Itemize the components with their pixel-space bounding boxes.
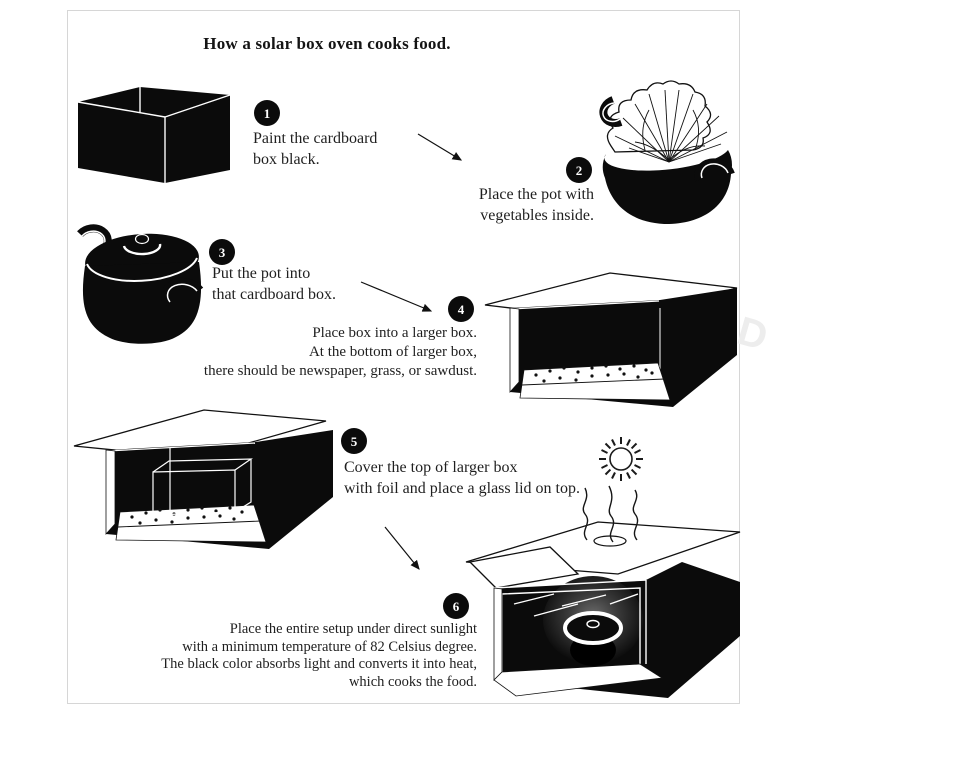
- solar-oven-under-sunlight-illustration: [465, 521, 741, 698]
- step-badge-4: 4: [448, 296, 474, 322]
- box-silhouette: [78, 87, 230, 183]
- step-text-3: Put the pot into that cardboard box.: [212, 265, 336, 303]
- pot-with-vegetables-illustration: [599, 80, 735, 224]
- arrow-step1-to-step2-icon: [417, 133, 463, 161]
- step-text-4: Place box into a larger box. At the bott…: [203, 325, 477, 379]
- page-title-text: How a solar box oven cooks food.: [203, 34, 451, 53]
- box-inside-larger-box-illustration: [484, 272, 738, 407]
- step-badge-6: 6: [443, 593, 469, 619]
- step-text-6: Place the entire setup under direct sunl…: [161, 621, 477, 690]
- sun-icon: [599, 437, 643, 481]
- pot-rim-highlight: [86, 257, 198, 282]
- step-text-5: Cover the top of larger box with foil an…: [344, 459, 580, 497]
- step-badge-1: 1: [254, 100, 280, 126]
- pot-handles: [599, 96, 735, 182]
- black-cardboard-box-illustration: [77, 87, 231, 183]
- step-text-1: Paint the cardboard box black.: [253, 130, 378, 168]
- arrow-step5-to-step6-icon: [384, 526, 420, 570]
- open-flap: [468, 546, 580, 589]
- left-wall-cut-edge: [509, 307, 520, 394]
- lid-knob-highlight: [122, 243, 162, 256]
- inner-box-wireframe: [152, 448, 254, 516]
- page-title: How a solar box oven cooks food.: [107, 34, 547, 54]
- heat-waves-icon: [582, 485, 639, 543]
- pot-side-handle: [161, 277, 204, 307]
- lettuce-veins: [614, 89, 728, 163]
- arrow-step3-to-step4-icon: [360, 281, 433, 312]
- pot-rim-highlight: [606, 147, 727, 168]
- lid-knob: [134, 233, 150, 245]
- step-badge-2: 2: [566, 157, 592, 183]
- left-wall-cut-edge: [493, 587, 503, 681]
- box-with-foil-and-glass-lid-illustration: [73, 409, 333, 549]
- step-badge-5: 5: [341, 428, 367, 454]
- sawdust-dots: [130, 506, 244, 525]
- pot-knob: [586, 619, 600, 629]
- left-wall-cut-edge: [105, 449, 116, 536]
- step-text-2: Place the pot with vegetables inside.: [478, 186, 594, 224]
- bottom-cut-edge: [493, 663, 664, 697]
- step-badge-3: 3: [209, 239, 235, 265]
- lettuce-outline: [606, 80, 712, 153]
- box-edge-lines: [77, 87, 231, 183]
- black-pot-with-lid-illustration: [77, 224, 204, 344]
- sawdust-dots: [534, 364, 654, 383]
